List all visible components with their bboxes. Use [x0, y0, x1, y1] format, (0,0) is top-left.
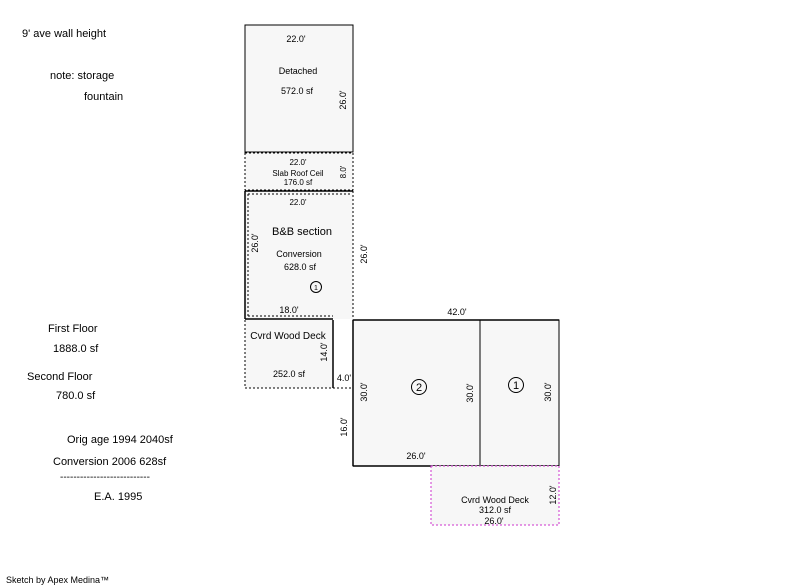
bb-top-dim: 22.0'	[289, 198, 307, 207]
detached-label: Detached	[279, 66, 318, 76]
bb-conversion-label: Conversion	[276, 249, 322, 259]
sketch-credit: Sketch by Apex Medina™	[6, 575, 110, 585]
detached-area-value: 572.0 sf	[281, 86, 314, 96]
storage-note: note: storage	[50, 70, 115, 82]
main-marker-2-number: 2	[416, 382, 422, 394]
slab-roof-top-dim: 22.0'	[289, 158, 307, 167]
bb-section-area	[245, 191, 353, 319]
detached-top-dim: 22.0'	[286, 34, 306, 44]
slab-roof-side-dim: 8.0'	[339, 165, 348, 178]
cvrd-deck-left-area	[245, 320, 333, 388]
main-bottom-dim: 26.0'	[406, 451, 426, 461]
effective-age-note: E.A. 1995	[94, 491, 143, 503]
main-section-1	[479, 319, 560, 467]
second-floor-area: 780.0 sf	[56, 390, 96, 402]
main-marker-1-number: 1	[513, 380, 519, 392]
separator-line: ---------------------------	[60, 472, 150, 483]
bb-right-dim: 26.0'	[359, 244, 369, 264]
main-top-dim: 42.0'	[447, 307, 467, 317]
bb-bottom-dim: 18.0'	[279, 305, 299, 315]
wall-height-note: 9' ave wall height	[22, 28, 107, 40]
second-floor-label: Second Floor	[27, 371, 93, 383]
bb-section-label: B&B section	[272, 226, 332, 238]
conversion-note: Conversion 2006 628sf	[53, 456, 167, 468]
slab-roof-area	[244, 152, 354, 191]
orig-age-note: Orig age 1994 2040sf	[67, 434, 173, 446]
slab-roof-label: Slab Roof Ceil	[272, 169, 323, 178]
main-left-dim: 30.0'	[359, 382, 369, 402]
cvrd-deck-right-area-value: 312.0 sf	[479, 505, 512, 515]
detached-side-dim: 26.0'	[338, 90, 348, 110]
bb-marker-number: 1	[314, 285, 318, 292]
bb-area-value: 628.0 sf	[284, 262, 317, 272]
first-floor-label: First Floor	[48, 323, 98, 335]
bb-marker-circle	[310, 281, 322, 293]
cvrd-deck-right-bottom-dim: 26.0'	[484, 516, 504, 526]
first-floor-area: 1888.0 sf	[53, 343, 99, 355]
main-marker-1-circle	[508, 377, 524, 393]
detached-area	[244, 24, 354, 153]
main-outer-dim: 16.0'	[339, 417, 349, 437]
cvrd-deck-left-area-value: 252.0 sf	[273, 369, 306, 379]
main-mid-dim: 30.0'	[465, 383, 475, 403]
cvrd-deck-left-side-dim: 14.0'	[319, 342, 329, 362]
main-section-2	[352, 319, 481, 467]
slab-roof-area-value: 176.0 sf	[284, 178, 313, 187]
fountain-note: fountain	[84, 91, 124, 103]
cvrd-deck-right-label: Cvrd Wood Deck	[461, 495, 529, 505]
cvrd-deck-left-label: Cvrd Wood Deck	[250, 331, 326, 342]
cvrd-deck-left-bottom-dim: 4.0'	[337, 373, 352, 383]
main-marker-2-circle	[411, 379, 427, 395]
bb-left-dim: 26.0'	[250, 233, 260, 253]
main-right-dim: 30.0'	[543, 382, 553, 402]
cvrd-deck-right-side-dim: 12.0'	[548, 485, 558, 505]
cvrd-deck-right-area	[430, 465, 560, 526]
